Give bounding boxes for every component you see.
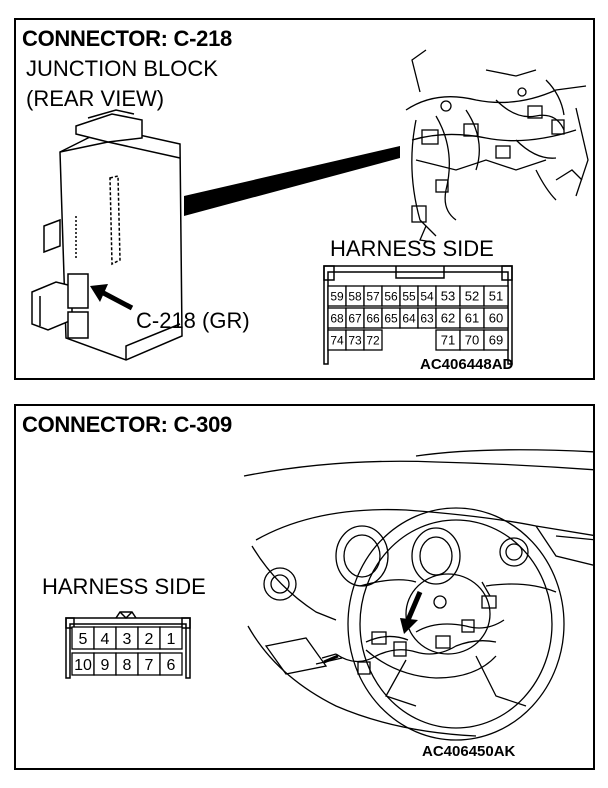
c218-pin-57: 57 bbox=[366, 289, 380, 303]
c218-pin-63: 63 bbox=[420, 311, 434, 325]
c218-pin-62: 62 bbox=[441, 311, 455, 326]
c218-pin-73: 73 bbox=[348, 333, 362, 347]
c218-pin-65: 65 bbox=[384, 311, 398, 325]
c218-pin-68: 68 bbox=[330, 311, 344, 325]
figure-code-c218: AC406448AD bbox=[420, 356, 514, 373]
c218-pin-70: 70 bbox=[465, 333, 479, 348]
panel-title-c309: CONNECTOR: C-309 bbox=[22, 412, 232, 437]
junction-block-label: JUNCTION BLOCK bbox=[26, 56, 218, 81]
c218-pin-54: 54 bbox=[420, 289, 434, 303]
c218-callout-label: C-218 (GR) bbox=[136, 308, 250, 333]
c218-pin-51-cell bbox=[483, 285, 509, 307]
c218-pin-74: 74 bbox=[330, 333, 344, 347]
c218-pin-60-cell bbox=[483, 307, 509, 329]
c309-pin-10: 10 bbox=[74, 657, 92, 674]
c218-pin-66: 66 bbox=[366, 311, 380, 325]
c309-pin-5: 5 bbox=[79, 631, 88, 648]
c218-pin-67: 67 bbox=[348, 311, 362, 325]
c309-pin-9: 9 bbox=[101, 657, 110, 674]
junction-block-illustration: 59 58 57 56 55 54 53 52 51 68 67 66 65 64 63 62 61 60 74 73… bbox=[31, 49, 589, 365]
c218-pin-53: 53 bbox=[441, 289, 455, 304]
panel-title-c218: CONNECTOR: C-218 bbox=[22, 26, 232, 51]
c218-pin-72-cell bbox=[363, 329, 383, 351]
c218-pin-72: 72 bbox=[366, 333, 380, 347]
c309-pin-1: 1 bbox=[167, 631, 176, 648]
c309-pin-4: 4 bbox=[101, 631, 110, 648]
rear-view-label: (REAR VIEW) bbox=[26, 86, 165, 111]
c218-pin-69-cell bbox=[483, 329, 509, 351]
c309-pin-6-cell bbox=[159, 652, 183, 676]
c218-pin-grid: 59 58 57 56 55 54 53 52 51 68 67 66 65 64 63 62 61 60 74 73… bbox=[327, 285, 509, 351]
c309-pin-3: 3 bbox=[123, 631, 132, 648]
c218-pin-56: 56 bbox=[384, 289, 398, 303]
connector-c218-panel: CONNECTOR: C-218 JUNCTION BLOCK (REAR VI… bbox=[14, 18, 595, 380]
c218-pin-71: 71 bbox=[441, 333, 455, 348]
c309-pin-6: 6 bbox=[167, 657, 176, 674]
c309-pin-2: 2 bbox=[145, 631, 154, 648]
connector-c309-panel: CONNECTOR: C-309 HARNESS SIDE bbox=[14, 404, 595, 770]
c218-pin-64: 64 bbox=[402, 311, 416, 325]
figure-code-c309: AC406450AK bbox=[422, 743, 516, 760]
c218-pin-55: 55 bbox=[402, 289, 416, 303]
c218-pin-61: 61 bbox=[465, 311, 479, 326]
c309-pin-1-cell bbox=[159, 626, 183, 650]
harness-side-label-c218: HARNESS SIDE bbox=[330, 236, 494, 261]
c309-pin-8: 8 bbox=[123, 657, 132, 674]
c218-pin-51: 51 bbox=[489, 289, 503, 304]
c218-pin-59: 59 bbox=[330, 289, 344, 303]
c218-pin-69: 69 bbox=[489, 333, 503, 348]
c218-pin-60: 60 bbox=[489, 311, 503, 326]
c309-pin-7: 7 bbox=[145, 657, 154, 674]
c218-pin-52: 52 bbox=[465, 289, 479, 304]
harness-side-label-c309: HARNESS SIDE bbox=[42, 574, 206, 599]
c218-pin-58: 58 bbox=[348, 289, 362, 303]
